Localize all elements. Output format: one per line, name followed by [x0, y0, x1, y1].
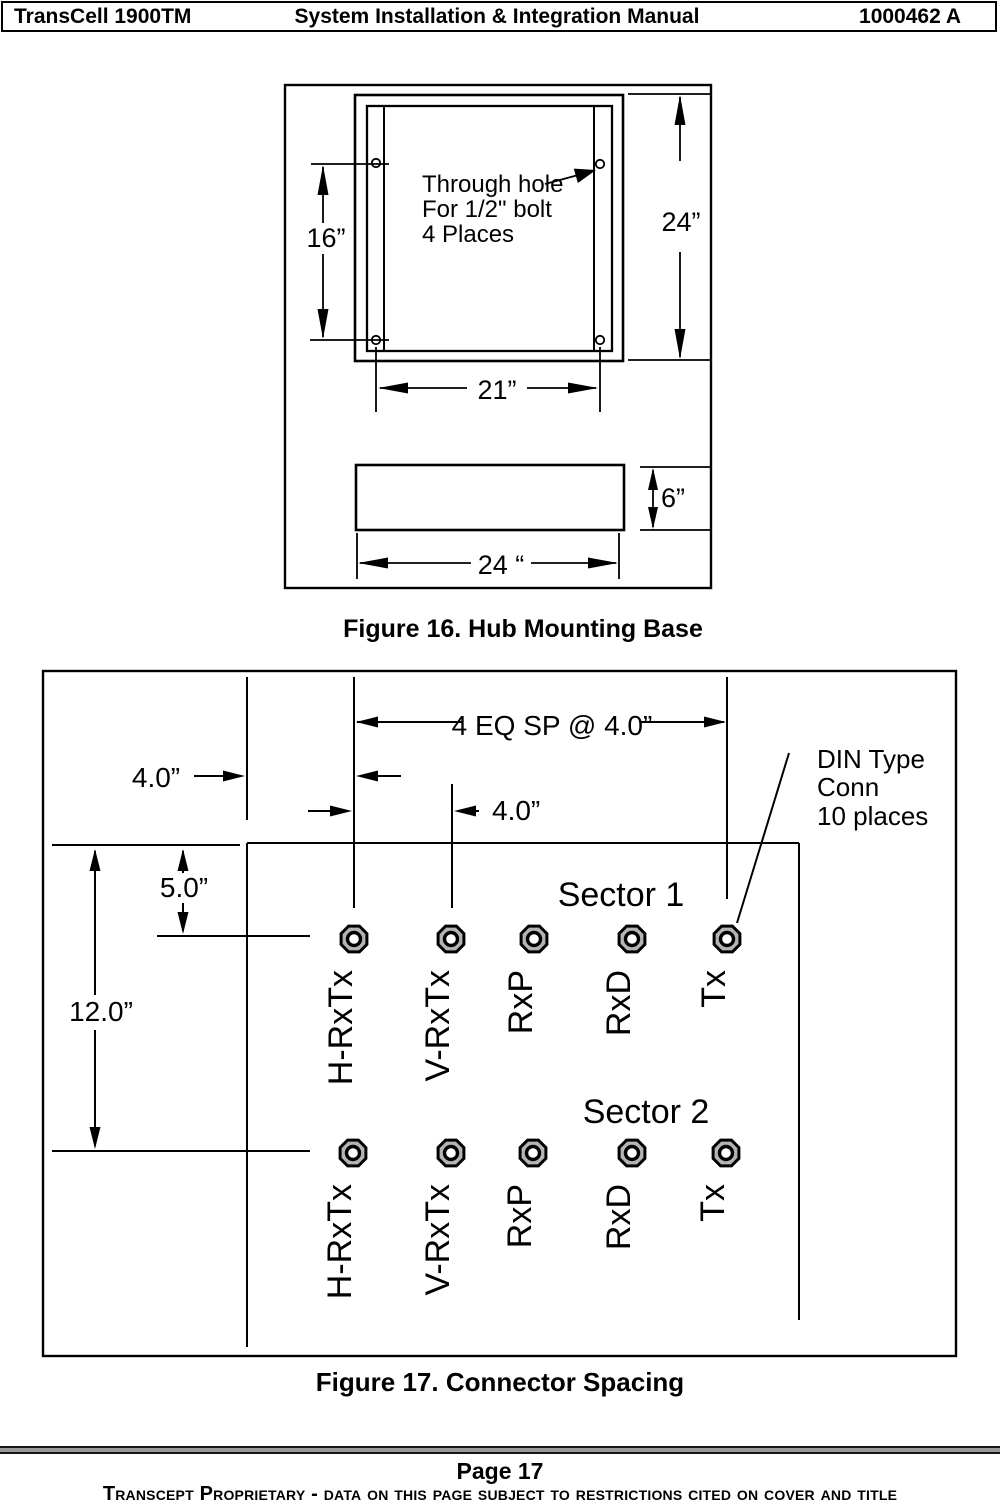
figure17-drawing: 4 EQ SP @ 4.0” 4.0” 4.0” 5.0” 12.0” DIN … — [41, 669, 958, 1358]
connector-label: H-RxTx — [322, 970, 360, 1085]
through-hole-note-line3: 4 Places — [422, 221, 514, 248]
connector-label: H-RxTx — [321, 1184, 359, 1299]
dim-12: 12.0” — [69, 849, 133, 1149]
dim-21-label: 21” — [477, 375, 516, 405]
din-note-leader-line — [736, 752, 790, 924]
connector-label: RxP — [502, 970, 540, 1034]
dim-16-label: 16” — [306, 223, 345, 253]
din-connector — [338, 1138, 368, 1168]
din-connector — [339, 924, 369, 954]
figure17-border — [41, 669, 958, 1358]
base-outer-outline — [353, 93, 625, 363]
dim-5: 5.0” — [160, 849, 208, 934]
dim-6-label: 6” — [661, 483, 685, 513]
din-note-line1: DIN Type — [817, 744, 925, 774]
din-connector — [436, 1138, 466, 1168]
bolt-hole — [594, 158, 606, 170]
sector2-connectors — [338, 1138, 741, 1168]
dim-offset-left-label: 4.0” — [132, 762, 180, 793]
dim-offset-mid-label: 4.0” — [492, 795, 540, 826]
figure16-border — [283, 83, 713, 590]
sector1-connector-labels: H-RxTx V-RxTx RxP RxD Tx — [322, 970, 733, 1085]
sector1-title: Sector 1 — [558, 876, 685, 914]
dim-offset-left: 4.0” — [132, 762, 401, 793]
page-header: TransCell 1900TM System Installation & I… — [1, 1, 997, 32]
dim-5-label: 5.0” — [160, 872, 208, 903]
connector-label: V-RxTx — [419, 970, 457, 1081]
header-doc-number: 1000462 A — [859, 5, 961, 28]
din-connector — [617, 1138, 647, 1168]
figure16-caption: Figure 16. Hub Mounting Base — [343, 615, 703, 643]
din-note: DIN Type Conn 10 places — [736, 744, 928, 924]
din-connector — [617, 924, 647, 954]
sector1-connectors — [339, 924, 742, 954]
connector-label: RxD — [600, 970, 638, 1036]
proprietary-notice: Transcept Proprietary - data on this pag… — [102, 1483, 898, 1505]
through-hole-note: Through hole For 1/2" bolt 4 Places — [422, 162, 599, 248]
figure17-caption: Figure 17. Connector Spacing — [315, 1367, 685, 1397]
din-connector — [518, 1138, 548, 1168]
figure17-reference-lines — [52, 677, 800, 1347]
through-hole-note-line2: For 1/2" bolt — [422, 196, 552, 223]
bolt-hole — [594, 334, 606, 346]
connector-label: RxP — [501, 1184, 539, 1248]
base-inner-outline — [365, 104, 614, 353]
header-product-name: TransCell 1900TM — [14, 5, 192, 28]
din-connector — [519, 924, 549, 954]
din-connector — [436, 924, 466, 954]
dim-eqsp: 4 EQ SP @ 4.0” — [356, 710, 726, 741]
header-document-title: System Installation & Integration Manual — [294, 5, 700, 28]
dim-offset-mid: 4.0” — [308, 795, 540, 826]
din-note-line3: 10 places — [817, 801, 928, 831]
connector-label: Tx — [695, 970, 733, 1008]
dim-24w-label: 24 “ — [478, 550, 525, 580]
sector2-title: Sector 2 — [583, 1093, 710, 1131]
dim-24-label: 24” — [661, 207, 700, 237]
sector2-connector-labels: H-RxTx V-RxTx RxP RxD Tx — [321, 1184, 732, 1299]
din-connector — [712, 924, 742, 954]
base-side-view-outline — [354, 463, 626, 532]
dim-12-label: 12.0” — [69, 996, 133, 1027]
connector-label: V-RxTx — [419, 1184, 457, 1295]
dim-eqsp-label: 4 EQ SP @ 4.0” — [452, 710, 653, 741]
din-note-line2: Conn — [817, 772, 879, 802]
connector-label: RxD — [600, 1184, 638, 1250]
footer-divider — [0, 1446, 1000, 1454]
din-connector — [711, 1138, 741, 1168]
page-number: Page 17 — [456, 1458, 544, 1484]
figure16-drawing: 16” 24” Through hole For 1/2" bolt 4 Pla… — [283, 83, 713, 590]
bolt-hole — [370, 157, 382, 169]
through-hole-note-line1: Through hole — [422, 171, 563, 198]
connector-label: Tx — [694, 1184, 732, 1222]
